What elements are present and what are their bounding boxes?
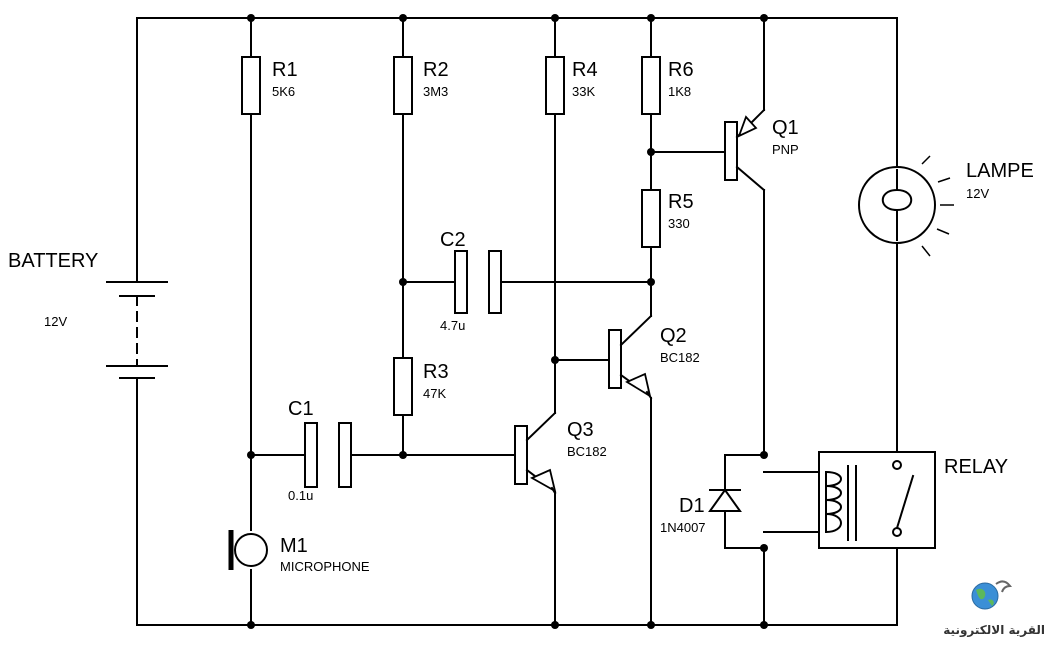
site-logo [971, 580, 1013, 610]
lamp-value: 12V [966, 186, 989, 201]
q2-label: Q2 [660, 325, 687, 347]
logo-text: القرية الالكترونية [943, 623, 1045, 638]
q1-value: PNP [772, 142, 799, 157]
r3-value: 47K [423, 386, 446, 401]
c1-value: 0.1u [288, 488, 313, 503]
d1-label: D1 [679, 495, 705, 517]
m1-value: MICROPHONE [280, 559, 370, 574]
resistor-r5 [641, 189, 661, 248]
resistor-r4 [545, 56, 565, 115]
r5-value: 330 [668, 216, 690, 231]
lamp-label: LAMPE [966, 160, 1034, 182]
r4-value: 33K [572, 84, 595, 99]
capacitor-c1 [304, 422, 352, 488]
r6-label: R6 [668, 59, 694, 81]
transistor-q2 [608, 314, 653, 626]
r6-value: 1K8 [668, 84, 691, 99]
r2-label: R2 [423, 59, 449, 81]
relay-label: RELAY [944, 456, 1008, 478]
q3-label: Q3 [567, 419, 594, 441]
r4-label: R4 [572, 59, 598, 81]
d1-value: 1N4007 [660, 520, 706, 535]
r3-label: R3 [423, 361, 449, 383]
transistor-q3 [514, 411, 557, 626]
microphone-m1 [228, 530, 268, 570]
junction-dots [247, 14, 768, 629]
q3-value: BC182 [567, 444, 607, 459]
resistor-r3 [393, 357, 413, 416]
r2-value: 3M3 [423, 84, 448, 99]
relay [818, 451, 936, 549]
r1-label: R1 [272, 59, 298, 81]
c1-label: C1 [288, 398, 314, 420]
capacitor-c2 [454, 250, 502, 314]
c2-value: 4.7u [440, 318, 465, 333]
resistor-r1 [241, 56, 261, 115]
supply-rails [136, 17, 898, 626]
transistor-q1 [724, 17, 766, 456]
r1-value: 5K6 [272, 84, 295, 99]
q2-value: BC182 [660, 350, 700, 365]
m1-label: M1 [280, 535, 308, 557]
resistor-r6 [641, 56, 661, 115]
c2-label: C2 [440, 229, 466, 251]
lamp [858, 155, 954, 257]
diode-d1 [708, 488, 742, 512]
r5-label: R5 [668, 191, 694, 213]
battery-label: BATTERY [8, 250, 98, 272]
q1-label: Q1 [772, 117, 799, 139]
battery-value: 12V [44, 314, 67, 329]
resistor-r2 [393, 56, 413, 115]
battery-symbol [106, 281, 168, 379]
